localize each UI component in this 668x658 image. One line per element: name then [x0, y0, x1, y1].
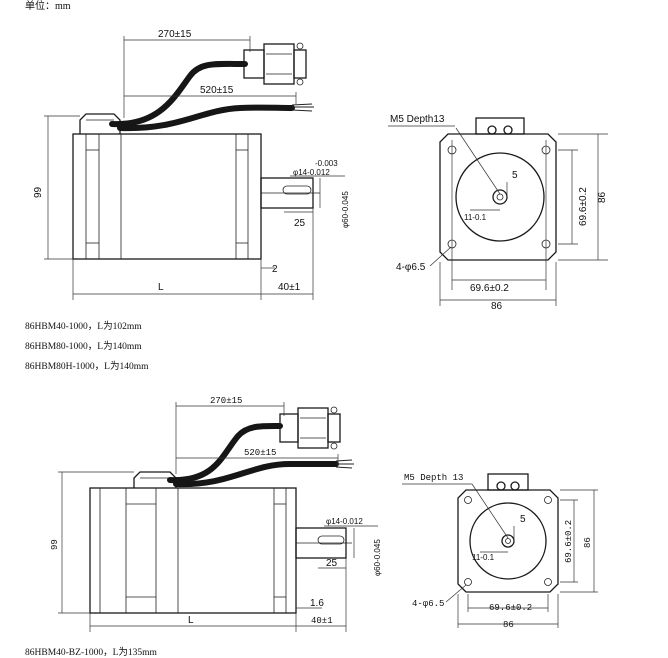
motor-flange-bz	[457, 489, 559, 593]
bottom-side-view: 270±15 520±15 99 φ14-0.012 φ60-0.045 25 …	[50, 396, 382, 632]
bottom-front-view: 69.6±0.2 86 69.6±0.2 86 M5 Depth 13 5 11…	[402, 473, 598, 630]
front-bolt-pitch-v: 69.6±0.2	[578, 187, 589, 226]
front-thread: M5 Depth13	[390, 114, 445, 125]
top-side-view: 270±15 520±15 99 -0.003 φ14-0.012 φ60-0.…	[33, 29, 350, 300]
dim-cable1-bz: 270±15	[210, 396, 242, 406]
front-width: 86	[491, 301, 503, 312]
dim-height-bz: 99	[50, 539, 60, 550]
model-spec-1: 86HBM40-1000，L为102mm	[25, 322, 142, 332]
dim-shaft-len-bz: 40±1	[311, 616, 333, 626]
front-dim-5: 5	[512, 170, 518, 181]
dim-key-bz: 25	[326, 558, 338, 569]
dim-length: L	[158, 282, 164, 293]
front-height: 86	[597, 191, 608, 203]
dim-shaft-len: 40±1	[278, 282, 301, 293]
dim-pilot: φ60-0.045	[341, 191, 350, 228]
dim-cable2: 520±15	[200, 85, 234, 96]
front-cable-gland	[475, 117, 525, 135]
dim-shaft-bz: φ14-0.012	[326, 517, 363, 526]
front-bolt-pitch-h: 69.6±0.2	[470, 283, 509, 294]
front-dim-5-bz: 5	[520, 514, 526, 525]
front-width-bz: 86	[503, 620, 514, 630]
motor-body	[72, 133, 262, 260]
dim-step-bz: 1.6	[310, 598, 324, 609]
model-spec-2: 86HBM80-1000，L为140mm	[25, 342, 142, 352]
shaft-end	[492, 189, 508, 205]
top-front-view: 69.6±0.2 86 69.6±0.2 86 M5 Depth13 5 11-…	[388, 114, 608, 312]
dim-key: 25	[294, 218, 306, 229]
shaft-end-bz	[501, 534, 515, 548]
motor-body-bz	[89, 487, 297, 614]
front-bolt-holes: 4-φ6.5	[396, 262, 426, 273]
unit-label: 单位：mm	[25, 1, 71, 12]
front-bolt-holes-bz: 4-φ6.5	[412, 599, 444, 609]
dim-shaft: φ14-0.012	[293, 168, 330, 177]
pilot-circle-bz	[469, 502, 547, 580]
motor-flange	[439, 133, 557, 261]
dim-cable1: 270±15	[158, 29, 192, 40]
front-bolt-pitch-v-bz: 69.6±0.2	[564, 520, 574, 563]
model-spec-bz: 86HBM40-BZ-1000，L为135mm	[25, 648, 157, 658]
db-connector-bz	[279, 413, 299, 443]
dim-cable2-bz: 520±15	[244, 448, 276, 458]
front-cable-gland-bz	[487, 473, 529, 491]
dim-height: 99	[33, 186, 44, 198]
pilot-circle	[455, 152, 545, 242]
dim-tol-upper: -0.003	[315, 159, 338, 168]
dim-step: 2	[272, 264, 278, 275]
model-spec-3: 86HBM80H-1000，L为140mm	[25, 362, 149, 372]
front-dim-11-bz: 11-0.1	[472, 553, 495, 562]
dim-pilot-bz: φ60-0.045	[373, 539, 382, 576]
front-dim-11: 11-0.1	[464, 213, 487, 222]
dim-length-bz: L	[188, 615, 194, 626]
front-height-bz: 86	[583, 537, 593, 548]
front-bolt-pitch-h-bz: 69.6±0.2	[489, 603, 532, 613]
front-thread-bz: M5 Depth 13	[404, 473, 463, 483]
